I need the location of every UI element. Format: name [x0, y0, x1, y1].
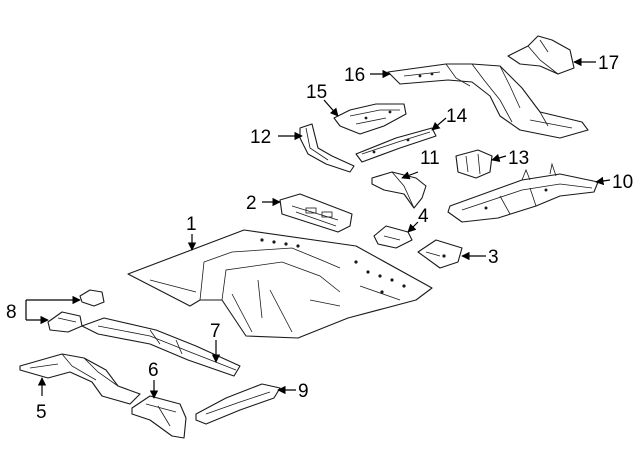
callout-16: 16 [344, 65, 365, 86]
callout-12: 12 [250, 127, 271, 148]
callout-2: 2 [246, 193, 257, 214]
callout-7: 7 [210, 321, 221, 342]
part-14-crossmember[interactable] [355, 127, 437, 163]
part-4-bracket[interactable] [373, 225, 413, 249]
part-9-sill-panel[interactable] [195, 383, 281, 425]
part-11-bracket[interactable] [371, 171, 427, 209]
callout-15: 15 [306, 82, 327, 103]
callout-5: 5 [36, 402, 47, 423]
callout-1: 1 [186, 214, 197, 235]
callout-13: 13 [508, 148, 529, 169]
part-13-bracket[interactable] [455, 149, 493, 179]
callout-4: 4 [418, 206, 429, 227]
callout-17: 17 [598, 53, 619, 74]
part-5-front-floor-section[interactable] [19, 353, 141, 405]
callout-14: 14 [446, 106, 468, 127]
leader-lines [25, 57, 611, 399]
part-3-plate[interactable] [417, 239, 463, 269]
callout-3: 3 [488, 247, 499, 268]
part-8-lower-bracket[interactable] [47, 311, 83, 333]
callout-9: 9 [298, 381, 309, 402]
part-6-floor-section[interactable] [131, 395, 187, 439]
part-16-rear-floor-assembly[interactable] [387, 63, 589, 139]
callout-8: 8 [6, 302, 17, 323]
callout-10: 10 [612, 172, 633, 193]
part-12-rail[interactable] [299, 123, 355, 173]
part-15-reinforcement[interactable] [333, 103, 407, 135]
callout-labels: 1 2 3 4 5 6 7 8 9 10 11 12 13 14 15 16 1… [6, 53, 633, 423]
callout-11: 11 [420, 148, 440, 169]
part-8-upper-bracket[interactable] [79, 289, 105, 307]
part-10-rear-floor-pan[interactable] [447, 162, 599, 223]
part-17-panel[interactable] [507, 35, 575, 75]
part-1-floor-pan[interactable] [127, 229, 433, 339]
callout-6: 6 [148, 360, 159, 381]
part-2-bracket[interactable] [279, 193, 353, 233]
